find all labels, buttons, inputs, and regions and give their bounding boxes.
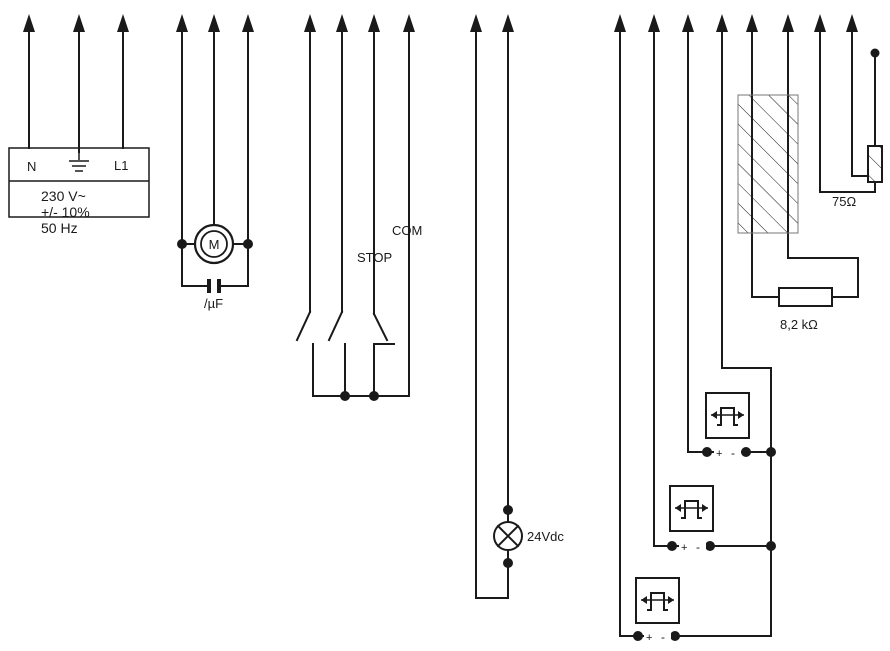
photocell-1-minus: - [731, 446, 735, 460]
supply-box [8, 147, 150, 218]
arrow-earth [73, 14, 85, 32]
safety-arrows [614, 14, 858, 32]
controls-group: STOP COM [295, 14, 422, 401]
resistor-8k2-label: 8,2 kΩ [780, 317, 818, 332]
control-junction-1 [340, 391, 350, 401]
control-junction-2 [369, 391, 379, 401]
supply-frequency: 50 Hz [41, 220, 78, 236]
motor-junction-left [177, 239, 187, 249]
arrow-control-1 [304, 14, 316, 32]
lamp-voltage-label: 24Vdc [527, 529, 564, 544]
capacitor-icon [207, 279, 221, 293]
safety-edge-hatched [737, 94, 799, 234]
motor-group: M /µF [176, 14, 254, 311]
resistor-75-label: 75Ω [832, 194, 856, 209]
lamp-junction-top [503, 505, 513, 515]
lamp-icon [493, 521, 523, 551]
motor-junction-right [243, 239, 253, 249]
photocell-1: + - [687, 392, 776, 460]
arrow-motor-1 [176, 14, 188, 32]
switch-open-2-icon [327, 310, 346, 397]
lamp-group: 24Vdc [470, 14, 564, 599]
switch-open-1-icon [295, 310, 314, 397]
supply-voltage: 230 V~ [41, 188, 86, 204]
photocell-3: + - [619, 577, 772, 644]
stop-label: STOP [357, 250, 392, 265]
pulse-icon [711, 407, 744, 426]
capacitor-label: /µF [204, 296, 223, 311]
supply-tolerance: +/- 10% [41, 204, 90, 220]
arrow-l1 [117, 14, 129, 32]
resistor-8k2-icon [778, 287, 833, 307]
terminal-l1-label: L1 [114, 158, 128, 173]
earth-icon [69, 150, 89, 172]
com-label: COM [392, 223, 422, 238]
arrow-control-2 [336, 14, 348, 32]
safety-group: 8,2 kΩ 75Ω + - [614, 14, 883, 644]
photocell-2-plus: + [681, 542, 687, 554]
photocell-3-minus: - [661, 630, 665, 644]
motor-symbol: M [209, 237, 220, 252]
arrow-lamp-1 [470, 14, 482, 32]
arrow-control-3 [368, 14, 380, 32]
photocell-1-plus: + [716, 448, 722, 460]
terminal-n-label: N [27, 159, 36, 174]
switch-stop-closed-icon [372, 312, 395, 397]
pulse-icon [675, 500, 708, 519]
pulse-icon [641, 592, 674, 611]
power-supply-group: N L1 230 V~ +/- 10% 50 Hz [8, 14, 150, 236]
arrow-control-com [403, 14, 415, 32]
supply-arrows [23, 14, 129, 32]
arrow-motor-3 [242, 14, 254, 32]
photocell-2: + - [653, 485, 776, 554]
arrow-n [23, 14, 35, 32]
motor-icon [193, 223, 235, 265]
resistor-75-icon [867, 145, 883, 183]
photocell-2-minus: - [696, 540, 700, 554]
junction-75-top [870, 48, 880, 58]
lamp-junction-bottom [503, 558, 513, 568]
arrow-lamp-2 [502, 14, 514, 32]
arrow-motor-2 [208, 14, 220, 32]
photocell-3-plus: + [646, 632, 652, 644]
